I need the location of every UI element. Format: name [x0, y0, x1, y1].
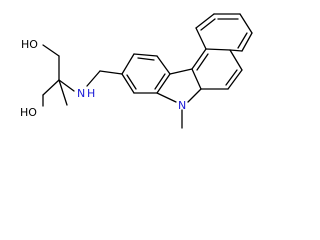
bond-ring-c1	[195, 27, 207, 50]
bond-pyrrole-1	[156, 92, 177, 103]
bond-ring-b-double-1	[196, 53, 209, 71]
bond-ring-a3	[156, 55, 171, 75]
bond-ring-a6	[121, 73, 135, 94]
bond-pyrrole-4	[169, 68, 193, 75]
bond-ring-b3	[229, 49, 243, 71]
bond-ring-a-double-2	[154, 73, 166, 90]
bond-cq-methyl	[58, 79, 68, 106]
bond-ring-c-double-1	[200, 18, 216, 31]
bond-ring-c4	[239, 13, 253, 34]
bond-ring-c6	[229, 49, 243, 52]
bonds	[42, 13, 253, 129]
atom-labels: HO HO N H N	[20, 38, 186, 119]
bond-nh-ch2	[86, 70, 101, 87]
bond-ring-a2	[133, 53, 158, 57]
bond-ring-b-double-2	[225, 69, 238, 86]
bond-ch2-aryl	[99, 70, 123, 75]
bond-ring-a-double-1	[137, 57, 155, 61]
bond-ring-a4	[156, 73, 171, 94]
bond-ring-c5	[241, 32, 253, 52]
hydroxyl-top-label: HO	[21, 38, 38, 51]
hydroxyl-bottom-label: HO	[20, 106, 37, 119]
amine-hydrogen-label: H	[87, 87, 95, 100]
bond-ring-b1	[191, 48, 207, 70]
bond-ring-c2	[195, 13, 215, 29]
bond-ring-b4	[227, 69, 243, 90]
molecule-structure: HO HO N H N	[20, 13, 253, 129]
bond-pyrrole-3	[191, 68, 202, 90]
ring-nitrogen-label: N	[178, 99, 186, 112]
bond-pyrrole-2	[187, 88, 202, 103]
bond-ring-a1	[121, 53, 135, 75]
bond-ring-c-double-2	[237, 32, 248, 49]
bond-o1-ch2	[42, 44, 60, 57]
bond-cq-ch2-bottom	[42, 79, 60, 96]
bond-ring-b2	[205, 48, 231, 51]
bond-ring-a-double-3	[126, 74, 137, 90]
bond-cq-nh	[58, 79, 75, 92]
amine-nitrogen-label: N	[77, 87, 85, 100]
